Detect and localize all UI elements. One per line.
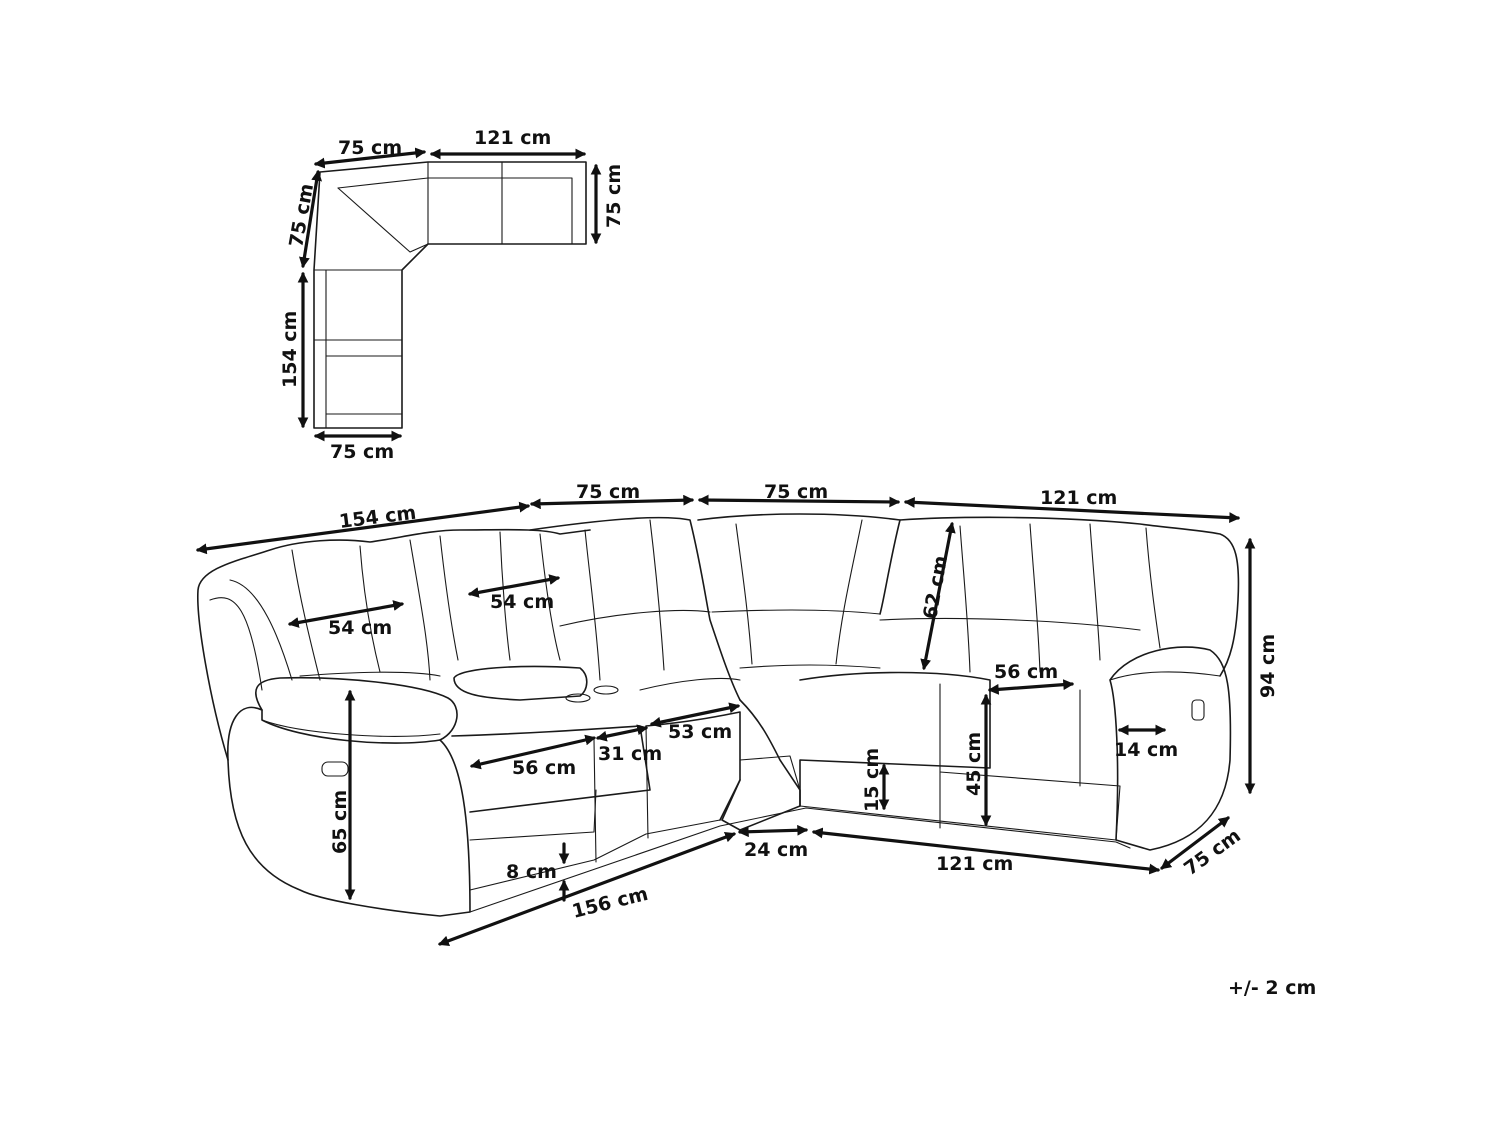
dim-line-console-width xyxy=(595,724,649,742)
dim-label-right-depth: 75 cm xyxy=(603,164,625,228)
dim-line-backrest-height xyxy=(920,521,956,671)
right-seat xyxy=(799,671,991,807)
dim-label-clearance: 8 cm xyxy=(506,861,557,883)
dim-line-seat-width-left xyxy=(287,600,405,628)
dim-line-seat-width-mid xyxy=(467,574,561,598)
dim-label-front-left: 156 cm xyxy=(570,883,650,923)
dim-line-top-left xyxy=(313,147,427,169)
corner-backrest xyxy=(697,513,901,615)
dim-line-back-left xyxy=(195,501,531,555)
dim-label-console-width: 31 cm xyxy=(598,743,662,765)
dim-label-front-right: 121 cm xyxy=(936,853,1013,875)
dim-label-back-mid-right: 75 cm xyxy=(764,481,828,503)
dim-line-seat-depth-left xyxy=(469,734,597,770)
dim-line-back-mid-left xyxy=(529,494,695,510)
top-view-plan xyxy=(313,161,587,429)
dim-line-back-right xyxy=(903,496,1241,524)
dim-label-seat-depth-mid: 53 cm xyxy=(668,721,732,743)
dim-label-bottom-width: 75 cm xyxy=(330,441,394,463)
dim-line-corner-front xyxy=(737,824,809,838)
corner-seat xyxy=(721,699,801,831)
dim-label-top-left: 75 cm xyxy=(338,137,402,159)
dim-label-backrest-height: 62 cm xyxy=(919,554,952,621)
dim-label-seat-depth-right: 56 cm xyxy=(994,661,1058,683)
tolerance-note: +/- 2 cm xyxy=(1228,977,1316,999)
dim-line-seat-depth-mid xyxy=(649,702,741,728)
dim-label-seat-depth-left: 56 cm xyxy=(512,757,576,779)
left-arm xyxy=(227,706,471,917)
right-backrest xyxy=(899,516,1240,677)
dim-line-front-left xyxy=(437,831,737,947)
center-console xyxy=(453,665,588,701)
dim-line-side-depth xyxy=(1160,816,1230,870)
dim-label-left-corner: 75 cm xyxy=(285,182,318,249)
sofa-perspective xyxy=(197,513,1240,917)
dim-line-front-right xyxy=(811,827,1161,875)
dim-label-back-right: 121 cm xyxy=(1040,487,1117,509)
dim-label-seat-height: 45 cm xyxy=(963,732,985,796)
dim-line-seat-depth-right xyxy=(987,679,1075,695)
dim-line-back-mid-right xyxy=(697,494,901,508)
dim-label-arm-width: 14 cm xyxy=(1114,739,1178,761)
dim-label-footrest-height: 15 cm xyxy=(861,748,883,812)
left-backrest xyxy=(197,528,591,761)
dim-label-top-right: 121 cm xyxy=(474,127,551,149)
dim-label-back-left: 154 cm xyxy=(338,502,417,533)
dim-label-height: 94 cm xyxy=(1257,634,1279,698)
plan-outline xyxy=(313,161,587,429)
dim-label-seat-width-mid: 54 cm xyxy=(490,591,554,613)
middle-backrest xyxy=(529,516,741,701)
right-arm xyxy=(1109,646,1232,851)
dim-line-left-corner xyxy=(298,169,323,269)
dim-label-arm-height: 65 cm xyxy=(329,790,351,854)
dim-label-back-mid-left: 75 cm xyxy=(576,481,640,503)
dim-label-left-length: 154 cm xyxy=(279,311,301,388)
dim-label-side-depth: 75 cm xyxy=(1180,825,1245,880)
dim-label-seat-width-left: 54 cm xyxy=(328,617,392,639)
dim-label-corner-front: 24 cm xyxy=(744,839,808,861)
